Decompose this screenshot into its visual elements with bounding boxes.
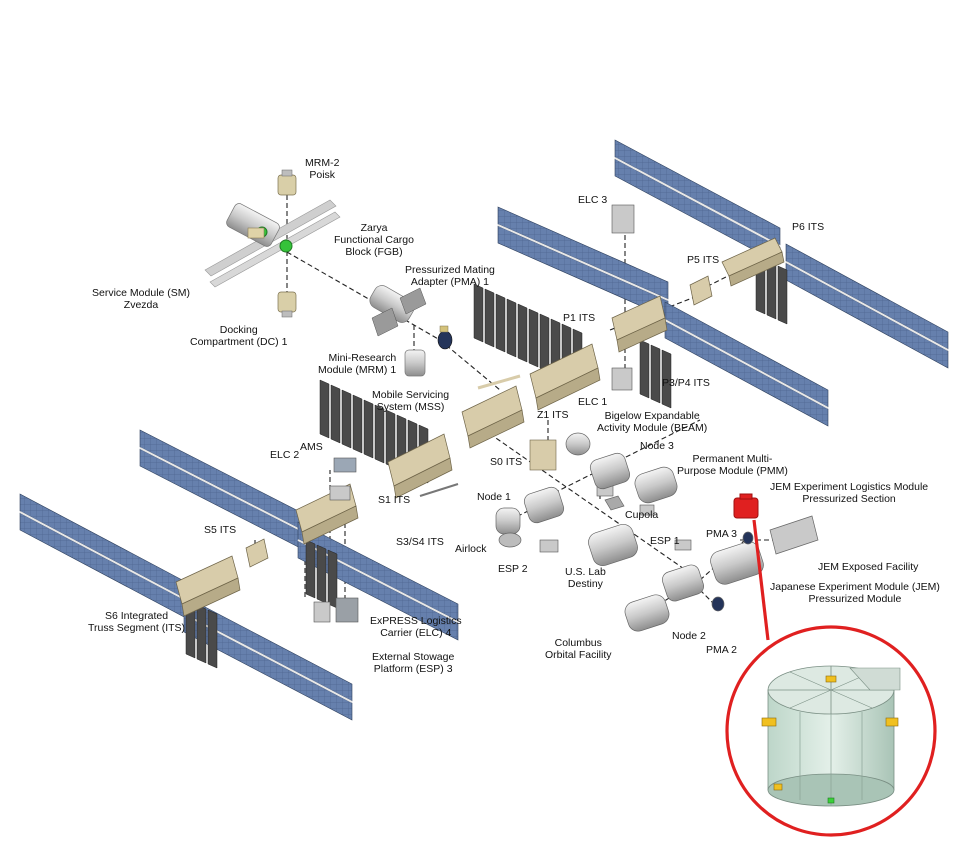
solar-mast-p4-lower [664, 319, 829, 409]
p1-radiator-plate-1 [484, 288, 495, 348]
zvezda-service-module-art [204, 199, 341, 288]
solar-blanket-s4-upper-0 [139, 429, 313, 536]
label-elc1: ELC 1 [578, 396, 608, 408]
label-node2: Node 2 [672, 630, 706, 642]
p3-radiator-plate-1 [650, 344, 661, 404]
p1-radiator-plate-3 [506, 298, 517, 358]
mrm1-art [404, 349, 426, 377]
s1-radiator-plate-1 [330, 384, 341, 444]
label-p5: P5 ITS [687, 254, 720, 266]
label-mrm1: Mini-Research Module (MRM) 1 [318, 352, 397, 376]
label-p6: P6 ITS [792, 221, 825, 233]
zarya-fgb-art [369, 285, 427, 337]
label-s3s4: S3/S4 ITS [396, 536, 444, 548]
p6-radiator-plate-2 [777, 265, 788, 325]
label-z1: Z1 ITS [537, 409, 569, 421]
label-s6: S6 Integrated Truss Segment (ITS) [88, 610, 186, 634]
s1-radiator-plate-2 [341, 389, 352, 449]
label-p1: P1 ITS [563, 312, 596, 324]
solar-blanket-p4-lower-0 [664, 301, 829, 408]
solar-blanket-s6-upper-1 [19, 512, 187, 619]
label-docking-compartment: Docking Compartment (DC) 1 [190, 324, 288, 348]
s1-radiator-plate-5 [374, 404, 385, 464]
label-elc4: ExPRESS Logistics Carrier (ELC) 4 [370, 615, 462, 639]
solar-mast-p4-upper [497, 224, 669, 301]
label-pmm: Permanent Multi- Purpose Module (PMM) [677, 453, 788, 477]
label-esp1: ESP 1 [650, 535, 680, 547]
p6-radiator-plate-1 [766, 260, 777, 320]
label-beam: Bigelow Expandable Activity Module (BEAM… [597, 410, 708, 434]
p1-radiator-plate-5 [528, 308, 539, 368]
s6-radiator-plate-2 [207, 609, 218, 669]
label-ams: AMS [300, 441, 323, 453]
jem-elm-highlight [733, 493, 759, 519]
label-columbus: Columbus Orbital Facility [545, 637, 612, 661]
p3-radiator-plate-0 [639, 339, 650, 399]
label-node1: Node 1 [477, 491, 511, 503]
label-jem-ef: JEM Exposed Facility [818, 561, 919, 573]
label-esp2: ESP 2 [498, 563, 528, 575]
solar-blanket-p6-upper-0 [614, 139, 781, 246]
label-mrm2-poisk: MRM-2 Poisk [305, 157, 340, 181]
pressurized-modules [495, 432, 819, 632]
label-s0: S0 ITS [490, 456, 523, 468]
label-s5: S5 ITS [204, 524, 237, 536]
solar-blanket-p6-lower-0 [785, 243, 949, 350]
s6-radiator-plate-1 [196, 604, 207, 664]
label-service-module: Service Module (SM) Zvezda [92, 287, 191, 311]
label-pma1: Pressurized Mating Adapter (PMA) 1 [405, 264, 495, 288]
s3-radiator-plate-2 [327, 549, 338, 609]
radiators [185, 255, 788, 669]
callout-line [752, 519, 770, 641]
label-jem-elm: JEM Experiment Logistics Module Pressuri… [770, 481, 929, 505]
pma1-art [437, 325, 453, 350]
label-s1: S1 ITS [378, 494, 411, 506]
label-mss: Mobile Servicing System (MSS) [372, 389, 450, 413]
solar-blanket-s6-upper-0 [19, 493, 187, 600]
s3-radiator-plate-0 [305, 539, 316, 599]
label-elc3: ELC 3 [578, 194, 608, 206]
solar-mast-p6-lower [785, 261, 949, 351]
zoom-detail-circle [725, 625, 937, 837]
docking-compartment-art [277, 291, 297, 318]
p1-radiator-plate-2 [495, 293, 506, 353]
label-p3p4: P3/P4 ITS [662, 377, 710, 389]
label-zarya: Zarya Functional Cargo Block (FGB) [334, 222, 414, 258]
label-pma2: PMA 2 [706, 644, 737, 656]
label-cupola: Cupola [625, 509, 659, 521]
label-node3: Node 3 [640, 440, 674, 452]
p3-radiator-plate-2 [661, 349, 672, 409]
label-airlock: Airlock [455, 543, 487, 555]
small-hardware [313, 204, 692, 623]
s1-radiator-plate-0 [319, 379, 330, 439]
p1-radiator-plate-0 [473, 283, 484, 343]
label-jem-pm: Japanese Experiment Module (JEM) Pressur… [770, 581, 940, 605]
solar-mast-p6-upper [614, 157, 781, 247]
solar-arrays [19, 139, 949, 721]
truss-segments [175, 237, 785, 617]
s1-radiator-plate-4 [363, 399, 374, 459]
mrm2-poisk-art [277, 169, 297, 196]
solar-blanket-p6-lower-1 [785, 262, 949, 369]
solar-blanket-s4-upper-1 [139, 448, 313, 555]
solar-mast-s6-upper [19, 511, 187, 601]
label-pma3: PMA 3 [706, 528, 737, 540]
label-esp3: External Stowage Platform (ESP) 3 [372, 651, 455, 675]
s1-radiator-plate-3 [352, 394, 363, 454]
p1-radiator-plate-4 [517, 303, 528, 363]
p1-radiator-plate-6 [539, 313, 550, 373]
label-elc2: ELC 2 [270, 449, 300, 461]
label-us-lab: U.S. Lab Destiny [565, 566, 606, 590]
s3-radiator-plate-1 [316, 544, 327, 604]
solar-mast-s4-upper [139, 447, 313, 537]
